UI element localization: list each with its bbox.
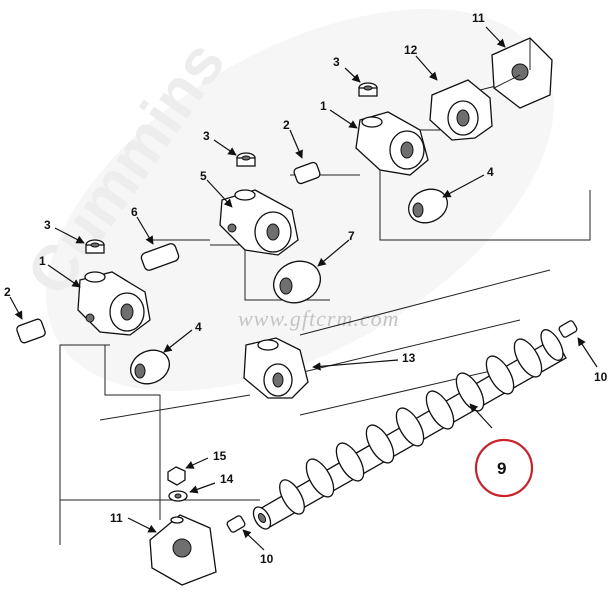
callout-13: 13 [402,351,416,365]
callout-2-left: 2 [4,285,11,299]
callout-10-lower: 10 [260,552,274,566]
camshaft [252,329,567,530]
roller-4-left [130,349,170,385]
callout-14: 14 [220,472,234,486]
callout-9: 9 [497,459,506,478]
socket-3-top [358,82,378,97]
highlight-circle [474,438,534,498]
callout-5: 5 [200,169,207,183]
callout-3-left: 3 [44,218,51,232]
shaft-6 [140,243,180,271]
shaft-2-upper [293,161,321,185]
dowel-pin-lower [226,515,246,533]
nut-15 [167,466,186,486]
socket-3-left [85,239,105,254]
watermark-url: www.gftcrm.com [238,306,399,331]
callout-12: 12 [404,43,418,57]
socket-3-middle [236,152,256,167]
callout-11-bottom: 11 [110,511,123,525]
callout-6: 6 [131,205,138,219]
rocker-lever-13 [243,337,309,399]
rocker-lever-1-upper [355,111,429,176]
bracket-11-lower [149,514,217,586]
callout-1-left: 1 [39,254,46,268]
dowel-pin-upper [558,320,578,338]
callout-1-upper: 1 [320,99,327,113]
rocker-lever-1-left [77,271,151,336]
cam-lobes [279,329,564,515]
washer-14 [168,490,188,502]
roller-4-upper [408,188,448,224]
callout-labels: 11 3 12 1 3 2 4 5 6 3 7 1 2 4 13 10 9 15… [4,11,608,566]
callout-4-upper: 4 [487,165,494,179]
callout-15: 15 [213,449,227,463]
callout-3-middle: 3 [203,129,210,143]
leader-arrows [9,26,598,551]
roller-7 [273,260,321,304]
shaft-2-left [16,318,46,344]
rocker-lever-12 [429,79,493,141]
callout-11-top: 11 [472,11,485,25]
callout-2-upper: 2 [283,118,290,132]
rocker-lever-5 [219,189,299,256]
callout-10-upper: 10 [594,370,608,384]
callout-7: 7 [348,229,355,243]
callout-4-left: 4 [195,320,202,334]
bracket-11-upper [491,37,553,109]
callout-3-top: 3 [333,55,340,69]
